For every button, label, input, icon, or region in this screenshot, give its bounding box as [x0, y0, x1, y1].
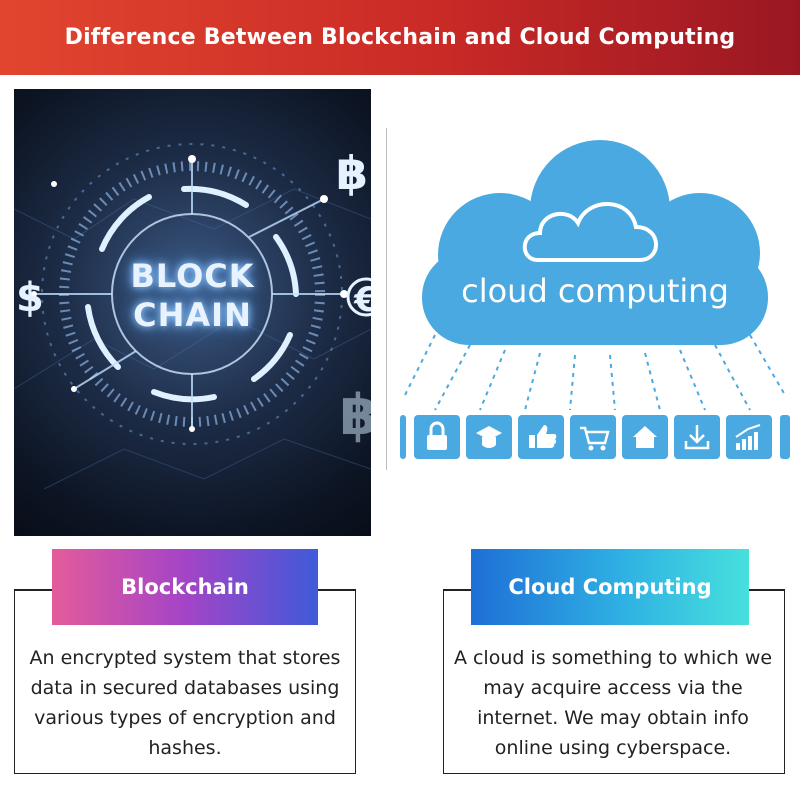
card-border-segment [444, 589, 472, 591]
svg-text:฿: ฿ [336, 146, 368, 200]
dollar-icon: $ [16, 275, 44, 321]
cloud-graphic [404, 140, 786, 411]
cloud-computing-title-badge: Cloud Computing [471, 549, 749, 625]
bitcoin-icon: ฿ [340, 383, 371, 448]
euro-icon: € [346, 277, 371, 320]
blockchain-image: ฿ $ € ฿ BLOCK CHAIN [14, 89, 371, 536]
blockchain-title-badge: Blockchain [52, 549, 318, 625]
card-border-segment [317, 589, 355, 591]
blockchain-image-text-line1: BLOCK [130, 257, 255, 295]
card-border-segment [748, 589, 784, 591]
svg-text:$: $ [16, 275, 44, 321]
blockchain-card [14, 589, 356, 774]
blockchain-image-text-line2: CHAIN [133, 296, 252, 334]
blockchain-description: An encrypted system that stores data in … [29, 647, 341, 759]
bitcoin-icon: ฿ [336, 146, 368, 200]
page-title: Difference Between Blockchain and Cloud … [64, 25, 736, 50]
cloud-image-text: cloud computing [461, 272, 729, 310]
small-cloud-icon [522, 202, 658, 262]
blockchain-title: Blockchain [121, 575, 249, 599]
cloud-computing-image: cloud computing [400, 135, 790, 470]
card-border-segment [15, 589, 53, 591]
svg-text:€: € [353, 280, 371, 320]
center-divider [386, 128, 387, 470]
blockchain-graphic: ฿ $ € ฿ [14, 143, 371, 490]
header-banner: Difference Between Blockchain and Cloud … [0, 0, 800, 75]
cloud-computing-description: A cloud is something to which we may acq… [453, 647, 773, 759]
cloud-computing-title: Cloud Computing [508, 575, 712, 599]
cloud-computing-card [443, 589, 785, 774]
cloud-shape [422, 140, 768, 345]
svg-text:฿: ฿ [340, 383, 371, 448]
